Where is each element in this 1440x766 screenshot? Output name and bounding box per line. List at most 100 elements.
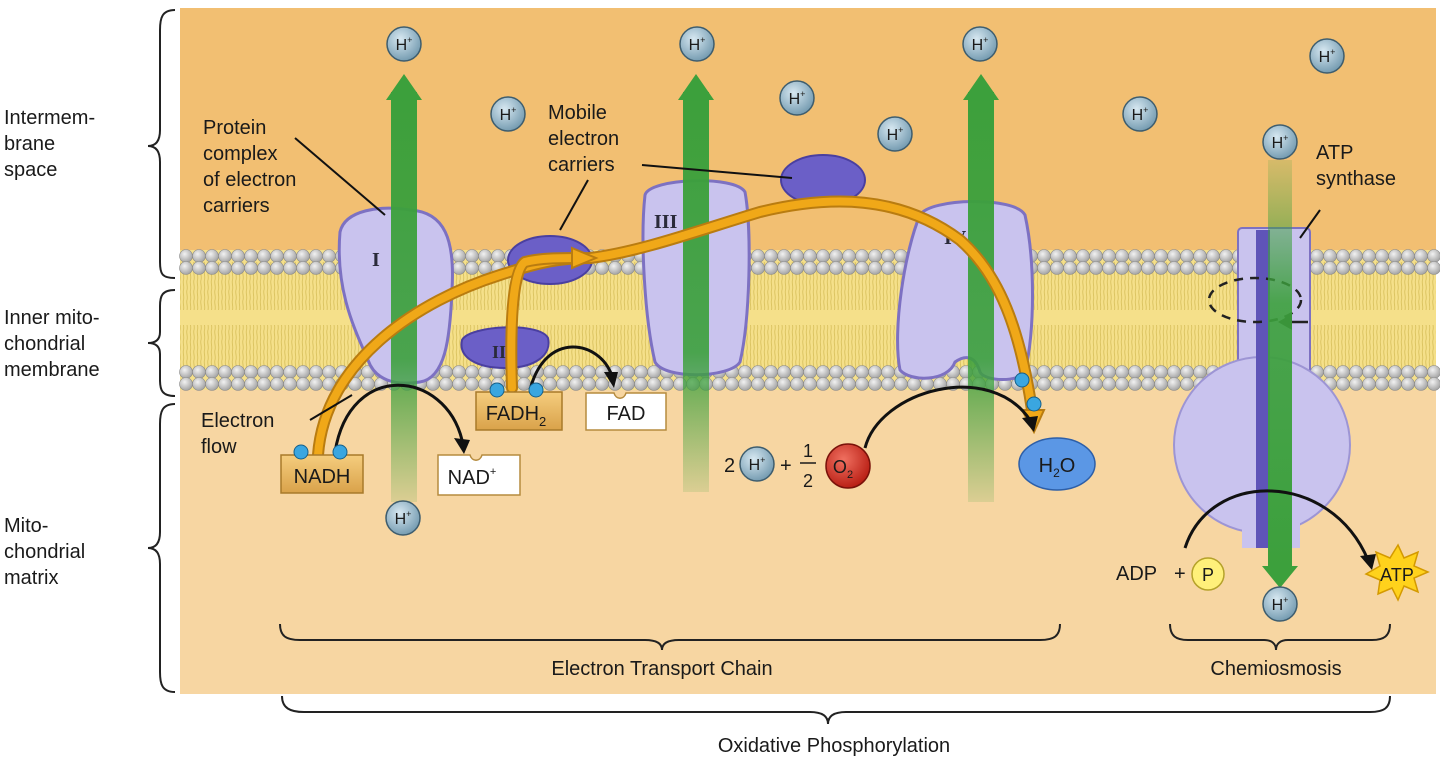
- lipid-head: [296, 261, 310, 275]
- svg-text:H+: H+: [500, 105, 517, 124]
- lipid-head: [764, 261, 778, 275]
- lipid-head: [842, 249, 856, 263]
- lipid-head: [1323, 365, 1337, 379]
- electrons: [293, 372, 1042, 460]
- nad-label: NAD: [448, 467, 490, 489]
- lipid-head: [1089, 377, 1103, 391]
- lipid-head: [1375, 365, 1389, 379]
- lipid-head: [1115, 261, 1129, 275]
- lipid-head: [439, 377, 453, 391]
- leader-lines: [294, 137, 1321, 421]
- fad-box: FAD: [585, 392, 667, 431]
- proton: H+: [962, 26, 998, 62]
- water-o-label: O: [1060, 455, 1076, 477]
- lipid-head: [452, 365, 466, 379]
- lipid-head: [1310, 261, 1324, 275]
- lipid-head: [322, 249, 336, 263]
- lipid-head: [868, 365, 882, 379]
- lipid-head: [816, 365, 830, 379]
- etc-brace: [279, 623, 1061, 651]
- lipid-head: [218, 377, 232, 391]
- svg-text:H+: H+: [689, 35, 706, 54]
- lipid-head: [283, 365, 297, 379]
- adp-label: ADP: [1116, 563, 1157, 585]
- lipid-head: [1401, 261, 1415, 275]
- lipid-head: [1206, 261, 1220, 275]
- lipid-head: [1323, 249, 1337, 263]
- chemiosmosis-brace: [1169, 623, 1391, 651]
- lipid-head: [881, 365, 895, 379]
- lipid-head: [1115, 365, 1129, 379]
- complex-ii: [460, 326, 550, 370]
- lipid-head: [790, 249, 804, 263]
- lipid-head: [1076, 377, 1090, 391]
- svg-text:Inner mito- chondrial: Inner mito- chondrial membrane: [4, 307, 105, 381]
- lipid-head: [231, 377, 245, 391]
- lipid-head: [621, 377, 635, 391]
- svg-text:Electron flow: Electron flow: [201, 410, 280, 458]
- plus-sign: +: [780, 455, 792, 477]
- lipid-head: [1401, 249, 1415, 263]
- lipid-head: [218, 261, 232, 275]
- svg-text:H+: H+: [1272, 133, 1289, 152]
- lipid-head: [1375, 249, 1389, 263]
- lipid-head: [712, 377, 726, 391]
- lipid-head: [634, 365, 648, 379]
- nad-superscript: +: [490, 466, 496, 478]
- lipid-head: [1388, 249, 1402, 263]
- intermembrane-line-1: Intermem-: [4, 107, 95, 129]
- svg-text:H+: H+: [395, 509, 412, 528]
- lipid-head: [1128, 249, 1142, 263]
- lipid-head: [257, 249, 271, 263]
- lipid-head: [1180, 261, 1194, 275]
- lipid-head: [829, 261, 843, 275]
- lipid-head: [829, 377, 843, 391]
- atp-synthase-rotor: [1256, 230, 1270, 548]
- lipid-head: [1219, 261, 1233, 275]
- proton-arrow-atp-synthase: [1268, 160, 1292, 570]
- lipid-head: [790, 261, 804, 275]
- electron-flow-path: [312, 195, 1046, 461]
- svg-text:Intermem- brane sp: Intermem- brane space: [4, 107, 101, 181]
- matrix-line-1: Mito-: [4, 515, 48, 537]
- lipid-head: [309, 249, 323, 263]
- lipid-head: [1414, 365, 1428, 379]
- proton-pump-arrows: [386, 74, 1298, 588]
- nadh-label: NADH: [294, 466, 351, 488]
- inner-membrane-line-3: membrane: [4, 359, 100, 381]
- lipid-head: [582, 377, 596, 391]
- lipid-head: [1167, 377, 1181, 391]
- lipid-head: [777, 377, 791, 391]
- atp-synthase-line-1: ATP: [1316, 142, 1353, 164]
- fad-label: FAD: [607, 403, 646, 425]
- protons: H+ H+ H+ H+ H+ H+ H+ H+ H+ H+ H+ H+: [385, 26, 1345, 622]
- svg-text:H+: H+: [972, 35, 989, 54]
- lipid-head: [1050, 261, 1064, 275]
- electron-flow-line-2: flow: [201, 436, 237, 458]
- lipid-head: [296, 377, 310, 391]
- lipid-head: [1050, 249, 1064, 263]
- lipid-head: [1037, 261, 1051, 275]
- lipid-head: [1154, 377, 1168, 391]
- proton-arrow-complex-iv: [968, 92, 994, 502]
- lipid-head: [465, 261, 479, 275]
- lipid-head: [1050, 377, 1064, 391]
- water-molecule: H2O: [1018, 437, 1096, 491]
- lipid-head: [1063, 261, 1077, 275]
- lipid-head: [465, 249, 479, 263]
- fadh2-subscript: 2: [539, 414, 546, 429]
- lipid-head: [1141, 377, 1155, 391]
- lipid-head: [244, 377, 258, 391]
- lipid-head: [205, 365, 219, 379]
- lipid-head: [855, 249, 869, 263]
- atp-reaction: ADP + P ATP: [1116, 543, 1430, 602]
- lipid-head: [1193, 365, 1207, 379]
- lipid-head: [322, 365, 336, 379]
- lipid-head: [244, 249, 258, 263]
- lipid-head: [1336, 377, 1350, 391]
- lipid-head: [1401, 365, 1415, 379]
- lipid-head: [1193, 261, 1207, 275]
- lipid-head: [725, 377, 739, 391]
- lipid-head: [1050, 365, 1064, 379]
